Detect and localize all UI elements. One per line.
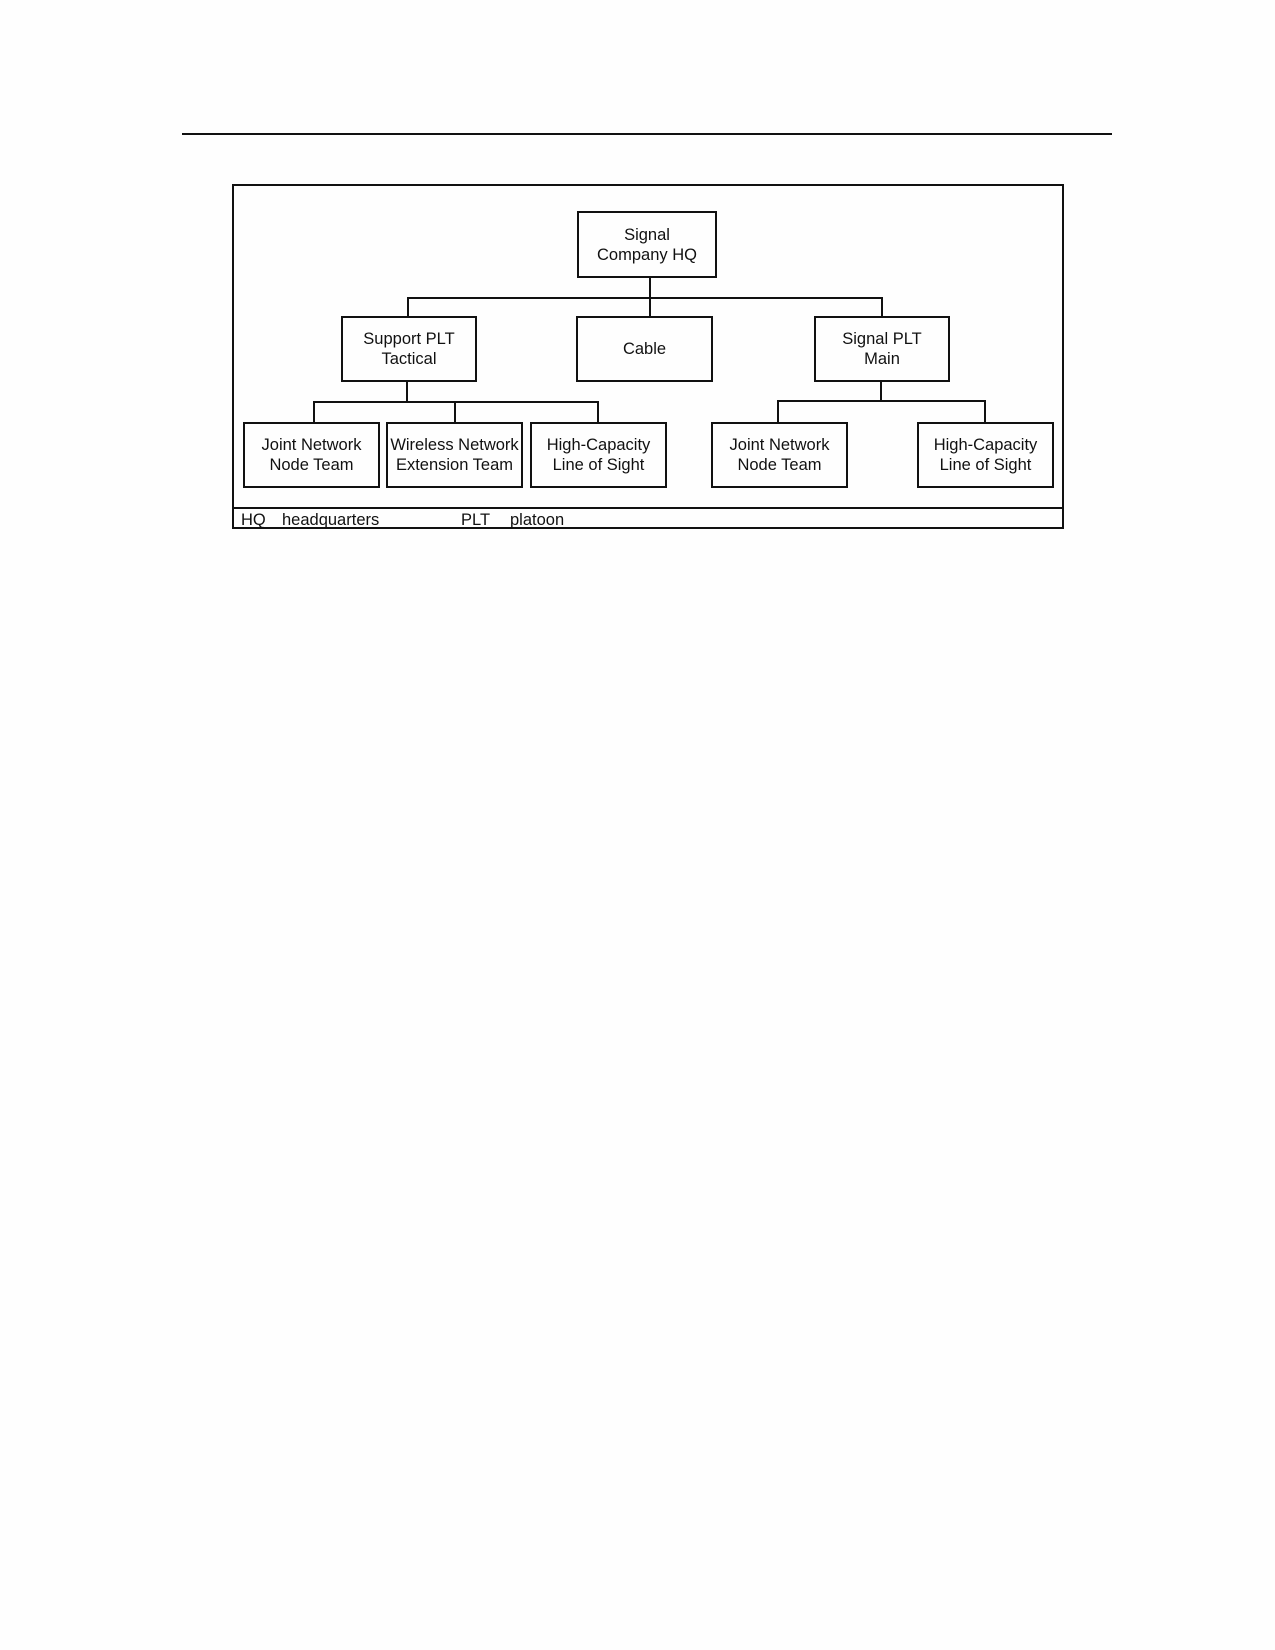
- node-label-line2: Extension Team: [395, 456, 514, 474]
- node-label: Cable: [622, 340, 667, 358]
- node-label-line1: High-Capacity: [933, 436, 1038, 454]
- node-label-line2: Company HQ: [597, 245, 697, 264]
- node-label-line1: Signal: [624, 225, 670, 244]
- legend: HQ headquarters PLT platoon: [234, 507, 1062, 529]
- node-label-line2: Tactical: [381, 350, 437, 368]
- node-label-line2: Line of Sight: [552, 456, 645, 474]
- node-support-joint-network-node-team: Joint Network Node Team: [243, 422, 380, 488]
- node-label-line1: Support PLT: [363, 330, 455, 348]
- legend-abbr-hq: HQ: [241, 511, 266, 529]
- header-rule: [182, 133, 1112, 135]
- legend-abbr-plt: PLT: [461, 511, 491, 529]
- legend-def-hq: headquarters: [282, 511, 380, 529]
- node-label-line1: High-Capacity: [546, 436, 651, 454]
- node-support-high-capacity-line-of-sight: High-Capacity Line of Sight: [530, 422, 667, 488]
- node-signal-plt-main: Signal PLT Main: [814, 316, 950, 382]
- legend-def-plt: platoon: [510, 511, 565, 529]
- node-wireless-network-extension-team: Wireless Network Extension Team: [386, 422, 523, 488]
- org-chart-frame: Signal Company HQ Support PLT Tactical C…: [232, 184, 1064, 529]
- node-label-line2: Node Team: [737, 456, 822, 474]
- node-main-joint-network-node-team: Joint Network Node Team: [711, 422, 848, 488]
- node-cable: Cable: [576, 316, 713, 382]
- node-label-line2: Line of Sight: [939, 456, 1032, 474]
- node-label-line2: Main: [864, 350, 900, 368]
- node-label-line1: Wireless Network: [390, 436, 519, 454]
- node-support-plt-tactical: Support PLT Tactical: [341, 316, 477, 382]
- node-label-line1: Joint Network: [261, 436, 362, 454]
- node-label-line1: Signal PLT: [842, 330, 922, 348]
- connector-lines: [313, 277, 986, 423]
- node-signal-company-hq: Signal Company HQ: [577, 211, 717, 278]
- node-label-line1: Joint Network: [729, 436, 830, 454]
- node-main-high-capacity-line-of-sight: High-Capacity Line of Sight: [917, 422, 1054, 488]
- node-label-line2: Node Team: [269, 456, 354, 474]
